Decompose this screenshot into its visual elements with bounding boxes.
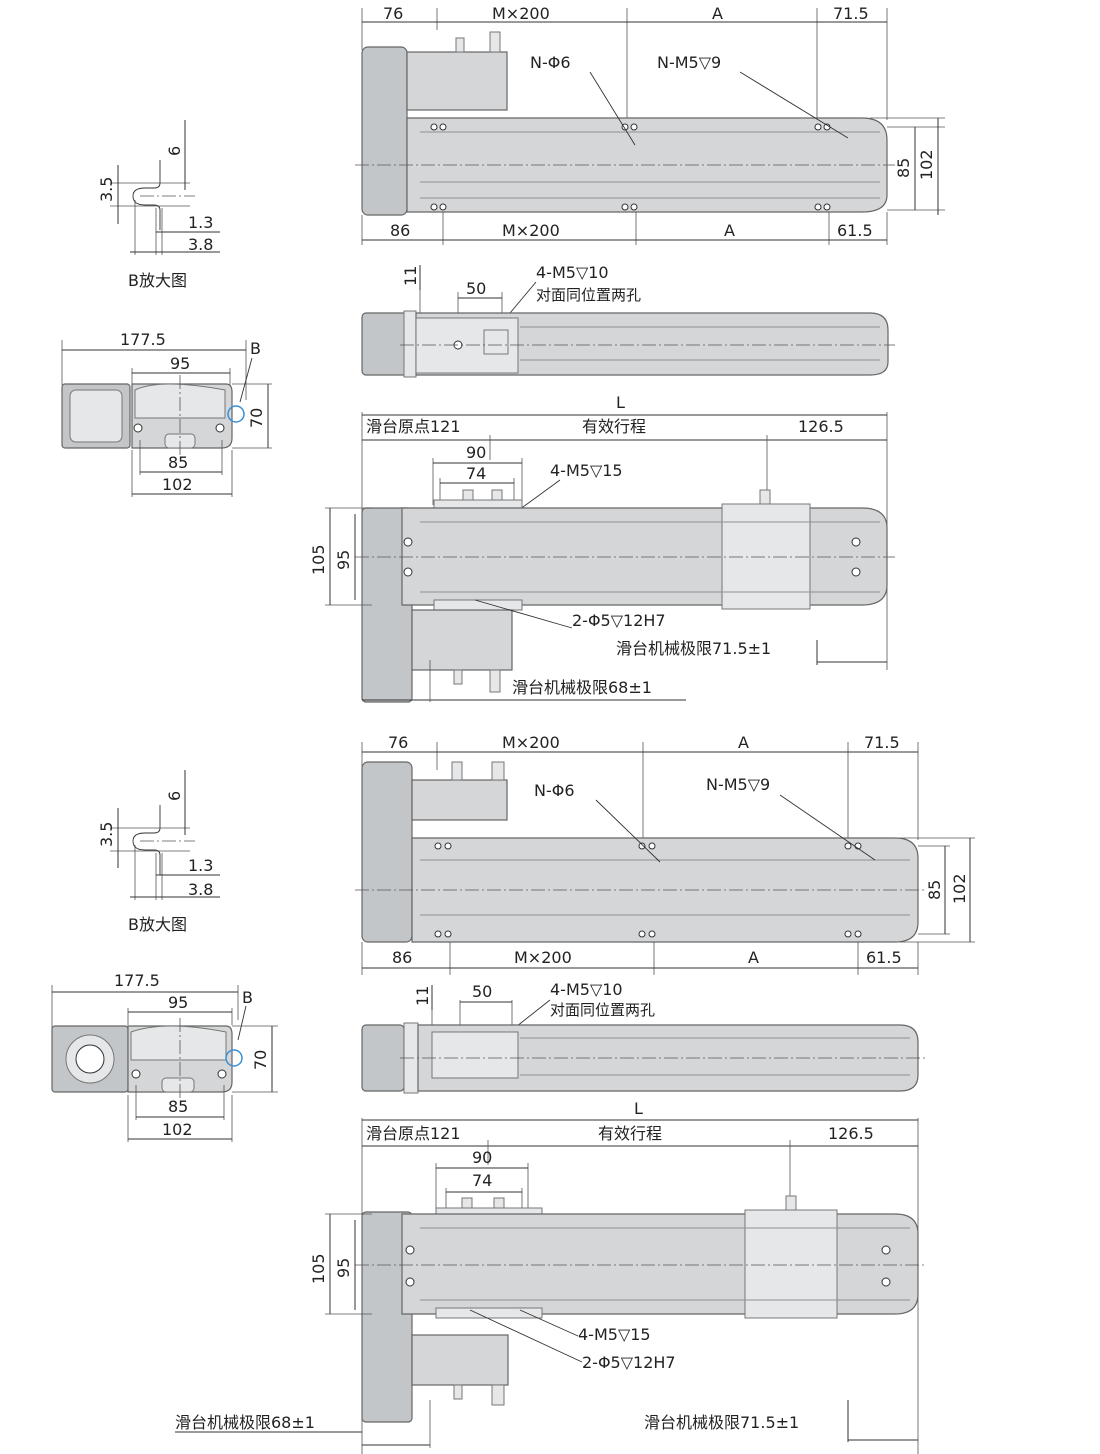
- dim-a: A: [712, 4, 723, 23]
- dim-61-5: 61.5: [837, 221, 873, 240]
- plan-view-2: L 滑台原点121 有效行程 126.5 90 74 105: [175, 1099, 925, 1454]
- caption-detail-b-2: B放大图: [128, 915, 187, 934]
- dim-m200-b: M×200: [502, 733, 560, 752]
- dim-95-end-b: 95: [168, 993, 188, 1012]
- detail-b-marker-2: [225, 1049, 243, 1067]
- dim-102-end: 102: [162, 475, 193, 494]
- note-opposite-holes: 对面同位置两孔: [536, 286, 641, 304]
- dim-86: 86: [390, 221, 410, 240]
- motor-body: [406, 51, 508, 111]
- label-origin-121: 滑台原点121: [366, 417, 461, 436]
- dim-50: 50: [466, 279, 486, 298]
- dim-61-5-b: 61.5: [866, 948, 902, 967]
- dim-71-5-b: 71.5: [864, 733, 900, 752]
- caption-detail-b: B放大图: [128, 271, 187, 290]
- mount-holes: [430, 123, 831, 211]
- top-view-1: 76 M×200 A 71.5 N-Φ6 N-M5▽9: [355, 4, 945, 245]
- dim-L: L: [616, 393, 625, 412]
- limit-68: 滑台机械极限68±1: [512, 678, 652, 697]
- detail-b-marker: [227, 405, 245, 423]
- dim-50-b: 50: [472, 982, 492, 1001]
- limit-71-5-b: 滑台机械极限71.5±1: [644, 1413, 799, 1432]
- dim-95-end: 95: [170, 354, 190, 373]
- dim-86-b: 86: [392, 948, 412, 967]
- dim-6: 3.5: [97, 177, 116, 202]
- detail-b-2: 3.5 6 1.3 3.8 B放大图: [97, 770, 220, 934]
- dim-m200: M×200: [492, 4, 550, 23]
- dim-11-b: 11: [413, 986, 432, 1006]
- side-view-2: 11 50 4-M5▽10 对面同位置两孔: [361, 980, 925, 1094]
- side-view-1: 11 50 4-M5▽10 对面同位置两孔: [361, 263, 895, 378]
- limit-68-b: 滑台机械极限68±1: [175, 1413, 315, 1432]
- label-effective-stroke: 有效行程: [582, 417, 646, 436]
- top-view-2: 76 M×200 A 71.5 N-Φ6 N-M5▽9 85 102: [355, 733, 975, 975]
- dim-1-3: 1.3: [188, 213, 213, 232]
- dim-m200-bottom: M×200: [502, 221, 560, 240]
- drawing-set-1: 76 M×200 A 71.5 N-Φ6 N-M5▽9: [61, 4, 945, 703]
- dim-76: 76: [383, 4, 403, 23]
- dim-a-bottom: A: [724, 221, 735, 240]
- motor-flange: [361, 46, 408, 216]
- dim-a-b: A: [738, 733, 749, 752]
- label-b-2: B: [242, 988, 253, 1007]
- dim-a-bottom-b: A: [748, 948, 759, 967]
- label-b: B: [250, 339, 261, 358]
- drawing-set-2: 76 M×200 A 71.5 N-Φ6 N-M5▽9 85 102: [51, 733, 975, 1454]
- dim-102-b: 102: [950, 873, 969, 904]
- dim-85-end-b: 85: [168, 1097, 188, 1116]
- dim-3-5-b: 6: [165, 791, 184, 801]
- dim-85: 85: [894, 158, 913, 178]
- dim-3-8-b: 3.8: [188, 880, 213, 899]
- dim-3-8: 3.8: [188, 235, 213, 254]
- dim-102-end-b: 102: [162, 1120, 193, 1139]
- dim-126-5-b: 126.5: [828, 1124, 874, 1143]
- callout-n-phi6: N-Φ6: [530, 53, 571, 72]
- callout-4-m5-10: 4-M5▽10: [536, 263, 609, 282]
- dim-85-end: 85: [168, 453, 188, 472]
- callout-2-phi5-b: 2-Φ5▽12H7: [582, 1353, 676, 1372]
- dim-102: 102: [917, 149, 936, 180]
- dim-105-b: 105: [309, 1253, 328, 1284]
- dim-177-5-b: 177.5: [114, 971, 160, 990]
- limit-71-5: 滑台机械极限71.5±1: [616, 639, 771, 658]
- dim-95: 95: [334, 550, 353, 570]
- label-origin-121-b: 滑台原点121: [366, 1124, 461, 1143]
- callout-4-m5-15: 4-M5▽15: [550, 461, 623, 480]
- dim-74: 74: [466, 464, 486, 483]
- dim-90-b: 90: [472, 1148, 492, 1167]
- end-view-1: 177.5 95 B 70 85 102: [61, 330, 272, 497]
- dim-70: 70: [247, 408, 266, 428]
- callout-n-m5: N-M5▽9: [657, 53, 721, 72]
- callout-n-m5-b: N-M5▽9: [706, 775, 770, 794]
- dim-74-b: 74: [472, 1171, 492, 1190]
- detail-b-1: 3.5 6 1.3 3.8 B放大图: [97, 120, 220, 290]
- dim-11: 11: [401, 266, 420, 286]
- dim-m200-bottom-b: M×200: [514, 948, 572, 967]
- dim-126-5: 126.5: [798, 417, 844, 436]
- end-view-2: 177.5 95 B 70 85 102: [51, 971, 278, 1142]
- callout-4-m5-15-b: 4-M5▽15: [578, 1325, 651, 1344]
- dim-90: 90: [466, 443, 486, 462]
- callout-n-phi6-b: N-Φ6: [534, 781, 575, 800]
- dim-1-3-b: 1.3: [188, 856, 213, 875]
- dim-105: 105: [309, 544, 328, 575]
- dim-70-b: 70: [251, 1050, 270, 1070]
- dim-6-b: 3.5: [97, 822, 116, 847]
- plan-view-1: L 滑台原点121 有效行程 126.5 90 74 4-M5▽15: [309, 393, 895, 703]
- dim-3-5: 6: [165, 146, 184, 156]
- note-opposite-holes-b: 对面同位置两孔: [550, 1001, 655, 1019]
- callout-2-phi5: 2-Φ5▽12H7: [572, 611, 666, 630]
- dim-95-b: 95: [334, 1258, 353, 1278]
- dim-71-5: 71.5: [833, 4, 869, 23]
- callout-4-m5-10-b: 4-M5▽10: [550, 980, 623, 999]
- dim-76-b: 76: [388, 733, 408, 752]
- dim-85-b: 85: [925, 880, 944, 900]
- label-effective-stroke-b: 有效行程: [598, 1124, 662, 1143]
- dim-L-b: L: [634, 1099, 643, 1118]
- dim-177-5: 177.5: [120, 330, 166, 349]
